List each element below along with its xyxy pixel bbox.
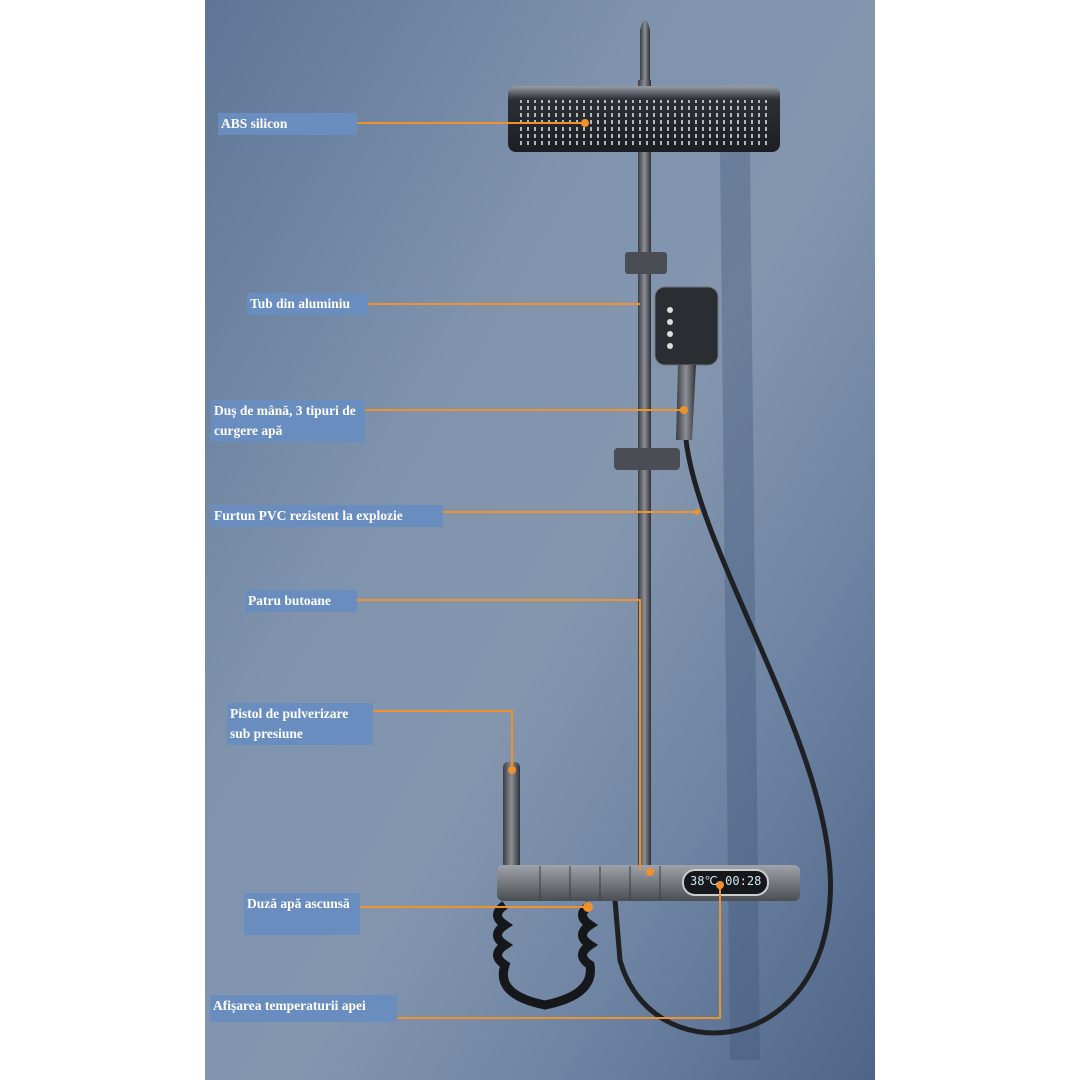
label-pvc-hose: Furtun PVC rezistent la explozie xyxy=(211,505,443,527)
pvc-hose xyxy=(612,439,833,1036)
coiled-hose xyxy=(493,901,599,1010)
hand-shower-head xyxy=(654,286,719,366)
display-readout: 38℃ 00:28 xyxy=(690,874,761,888)
label-hidden-nozzle: Duză apă ascunsă xyxy=(244,893,360,935)
label-abs-silicon: ABS silicon xyxy=(218,113,357,135)
label-temperature-display: Afișarea temperaturii apei xyxy=(210,995,397,1022)
label-four-buttons: Patru butoane xyxy=(245,590,357,612)
label-aluminium-tube: Tub din aluminiu xyxy=(247,293,368,315)
label-spray-gun: Pistol de pulverizare sub presiune xyxy=(227,703,373,745)
display-time: 00:28 xyxy=(725,874,762,888)
label-hand-shower: Duș de mână, 3 tipuri de curgere apă xyxy=(211,400,365,442)
spray-gun xyxy=(503,762,520,870)
slide-bracket xyxy=(625,252,667,274)
gooseneck-arm xyxy=(640,20,650,85)
hand-shower-holder xyxy=(614,448,680,470)
callout-lines xyxy=(357,122,721,1019)
temperature-display xyxy=(682,869,769,896)
aluminium-rail xyxy=(638,80,651,880)
display-temperature: 38℃ xyxy=(690,874,718,888)
hand-shower-handle xyxy=(676,365,696,440)
